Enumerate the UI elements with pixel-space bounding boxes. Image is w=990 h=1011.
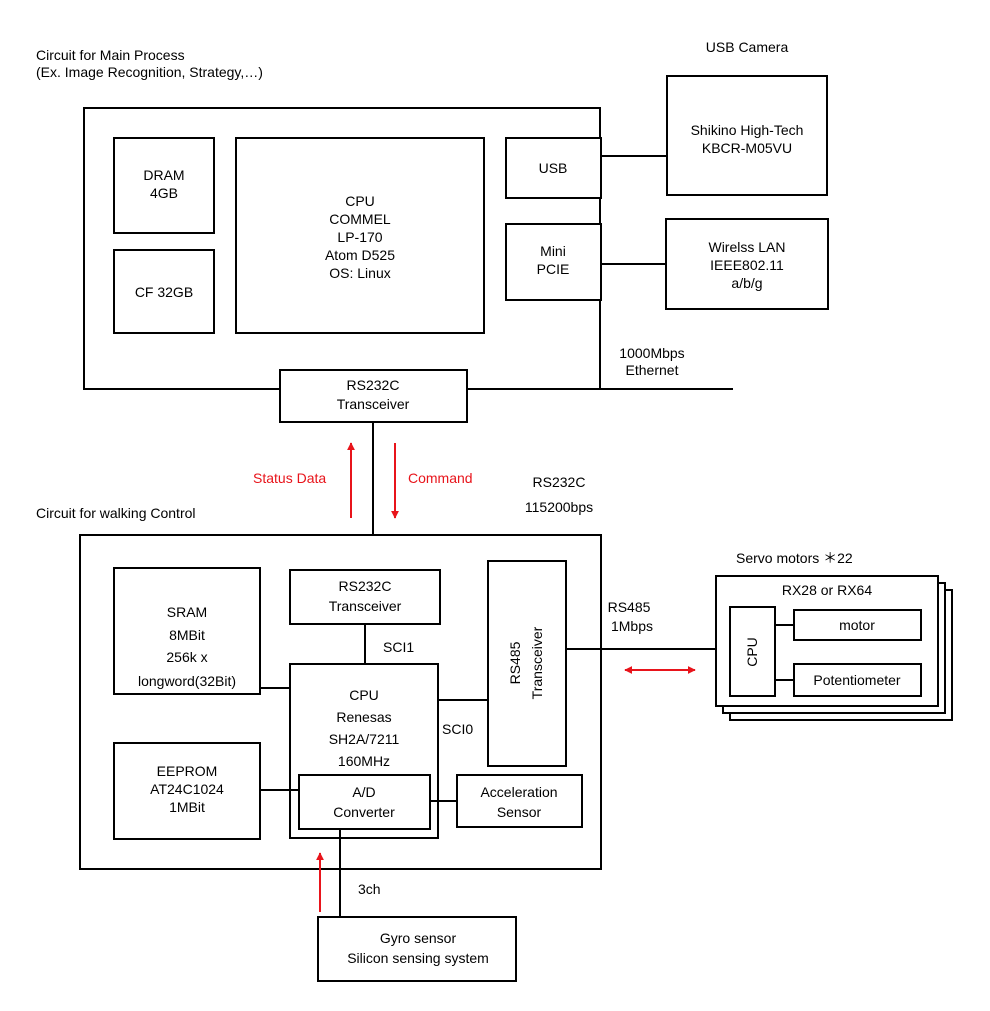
command-label: Command	[408, 470, 473, 486]
mini-pcie-line-2: PCIE	[537, 261, 570, 277]
dram-label: DRAM	[143, 167, 184, 183]
servo-motor-label: motor	[839, 617, 875, 633]
usb-port	[505, 137, 602, 199]
main-cpu-line-4: Atom D525	[325, 247, 395, 263]
rs485-transceiver-line-1: RS485	[507, 641, 523, 684]
walking-rs232c-transceiver	[289, 569, 441, 625]
rs485-transceiver-line-2: Transceiver	[529, 626, 545, 699]
walking-circuit-title: Circuit for walking Control	[36, 505, 196, 521]
sci0-label: SCI0	[442, 721, 473, 737]
acceleration-sensor-line-2: Sensor	[497, 804, 542, 820]
sram-line-2: 8MBit	[169, 627, 205, 643]
rs485-transceiver	[487, 560, 567, 767]
wireless-lan-line-3: a/b/g	[731, 275, 762, 291]
acceleration-sensor-line-1: Acceleration	[480, 784, 557, 800]
ad-converter-line-1: A/D	[352, 784, 375, 800]
eeprom-line-3: 1MBit	[169, 799, 205, 815]
rs485-link-speed: 1Mbps	[611, 618, 653, 634]
main-cpu-line-2: COMMEL	[329, 211, 391, 227]
sram-chip	[113, 567, 261, 695]
main-circuit-title: Circuit for Main Process	[36, 47, 185, 63]
servo-potentiometer-label: Potentiometer	[813, 672, 900, 688]
rs232c-link-baud: 115200bps	[525, 499, 593, 515]
walking-cpu-line-2: Renesas	[336, 709, 391, 725]
walking-cpu-line-4: 160MHz	[338, 753, 390, 769]
main-rs232c-line-2: Transceiver	[337, 396, 410, 412]
walking-rs232c-line-2: Transceiver	[329, 598, 402, 614]
mini-pcie-slot	[505, 223, 602, 301]
cf-label: CF 32GB	[135, 284, 193, 300]
servo-title: Servo motors ＊22	[736, 550, 853, 566]
main-cpu-line-5: OS: Linux	[329, 265, 390, 281]
main-cpu	[235, 137, 485, 334]
dram-size: 4GB	[150, 185, 178, 201]
wireless-lan-line-2: IEEE802.11	[710, 257, 784, 273]
sci1-label: SCI1	[383, 639, 414, 655]
usb-camera-title: USB Camera	[706, 39, 789, 55]
rs485-link-label: RS485	[608, 599, 651, 615]
eeprom-chip	[113, 742, 261, 840]
walking-cpu-line-1: CPU	[349, 687, 379, 703]
main-circuit-subtitle: (Ex. Image Recognition, Strategy,…)	[36, 64, 263, 80]
main-rs232c-line-1: RS232C	[347, 377, 400, 393]
usb-camera-line-1: Shikino High-Tech	[691, 122, 804, 138]
gyro-channels: 3ch	[358, 881, 381, 897]
sram-line-4: longword(32Bit)	[138, 673, 236, 689]
gyro-line-2: Silicon sensing system	[347, 950, 489, 966]
servo-potentiometer	[793, 663, 922, 697]
status-data-label: Status Data	[253, 470, 326, 486]
mini-pcie-line-1: Mini	[540, 243, 566, 259]
servo-cpu	[729, 606, 776, 697]
wireless-lan-line-1: Wirelss LAN	[708, 239, 785, 255]
ethernet-speed: 1000Mbps	[619, 345, 684, 361]
main-cpu-line-3: LP-170	[337, 229, 382, 245]
sram-line-3: 256k x	[166, 649, 207, 665]
servo-model: RX28 or RX64	[782, 582, 872, 598]
main-cpu-line-1: CPU	[345, 193, 375, 209]
dram-chip	[113, 137, 215, 234]
cf-card	[113, 249, 215, 334]
ethernet-label: Ethernet	[626, 362, 679, 378]
servo-cpu-label: CPU	[744, 637, 760, 667]
ad-converter-line-2: Converter	[333, 804, 395, 820]
eeprom-line-2: AT24C1024	[150, 781, 224, 797]
rs232c-link-label: RS232C	[533, 474, 586, 490]
sram-line-1: SRAM	[167, 604, 207, 620]
usb-camera-box	[666, 75, 828, 196]
walking-rs232c-line-1: RS232C	[339, 578, 392, 594]
eeprom-line-1: EEPROM	[157, 763, 218, 779]
walking-cpu-line-3: SH2A/7211	[329, 731, 400, 747]
gyro-sensor-box	[317, 916, 517, 982]
gyro-line-1: Gyro sensor	[380, 930, 457, 946]
usb-camera-line-2: KBCR-M05VU	[702, 140, 792, 156]
acceleration-sensor	[456, 774, 583, 828]
usb-label: USB	[539, 160, 568, 176]
